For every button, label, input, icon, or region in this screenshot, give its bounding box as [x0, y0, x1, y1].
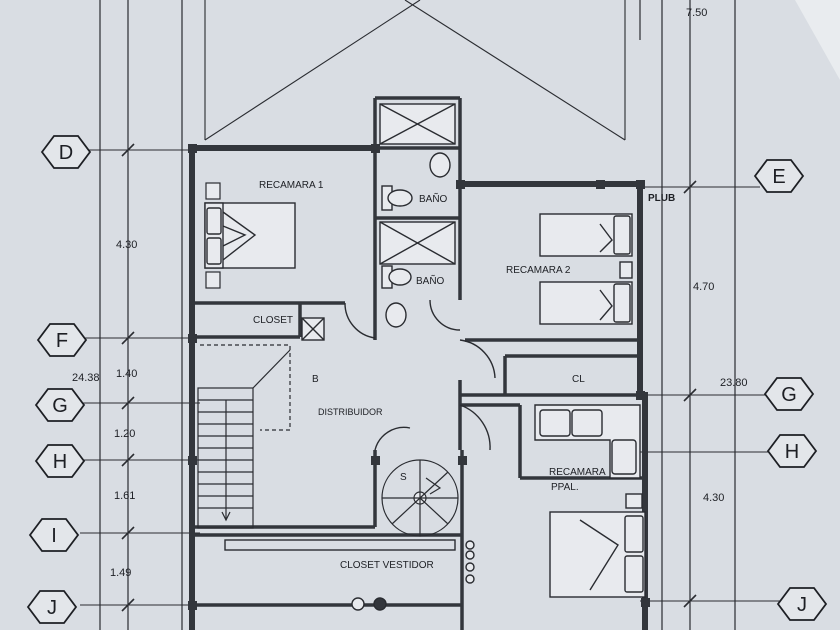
left-dimension-lines: [99, 0, 183, 630]
grid-label-e: E: [772, 166, 785, 188]
label-cl: CL: [572, 374, 585, 385]
grid-lines-right: [640, 186, 780, 602]
grid-marker-i: [28, 518, 80, 552]
label-recamara-ppal-1: RECAMARA: [549, 467, 606, 478]
grid-label-h: H: [53, 451, 67, 473]
grid-labels-left: D F G H I J: [47, 142, 73, 619]
beds-recamara-2: [539, 213, 633, 325]
grid-labels-right: E G H J: [772, 166, 807, 616]
room-labels: RECAMARA 1 BAÑO BAÑO RECAMARA 2 CLOSET C…: [253, 180, 675, 571]
label-plub: PLUB: [648, 193, 675, 204]
dim-left-2: 1.40: [116, 368, 137, 380]
grid-marker-j-right: [776, 587, 828, 621]
grid-marker-g: [34, 388, 86, 422]
dim-overall-right: 23.80: [720, 377, 748, 389]
dimension-texts: 7.50 24.38 23.80 4.30 1.40 1.20 1.61 1.4…: [72, 7, 748, 579]
grid-label-f: F: [56, 330, 68, 352]
grid-label-j: J: [47, 597, 57, 619]
dim-left-5: 1.49: [110, 567, 131, 579]
grid-marker-e: [753, 159, 805, 193]
grid-marker-j: [26, 590, 78, 624]
structural-columns: [188, 144, 650, 610]
label-closet-vestidor: CLOSET VESTIDOR: [340, 560, 434, 571]
grid-marker-g-right: [763, 377, 815, 411]
grid-markers-right: [753, 159, 828, 621]
door-swings: [344, 299, 496, 451]
label-stair-b: B: [312, 374, 319, 385]
label-recamara-2: RECAMARA 2: [506, 265, 571, 276]
grid-marker-d: [40, 135, 92, 169]
right-dimension-lines: [639, 0, 736, 630]
label-distribuidor: DISTRIBUIDOR: [318, 407, 383, 417]
bed-master: [549, 493, 646, 598]
closet-shaft: [301, 317, 325, 341]
roof-diagonals: [204, 0, 626, 141]
label-closet: CLOSET: [253, 315, 293, 326]
label-recamara-1: RECAMARA 1: [259, 180, 324, 191]
grid-label-d: D: [59, 142, 73, 164]
grid-marker-h-right: [766, 434, 818, 468]
grid-marker-f: [36, 323, 88, 357]
grid-label-j-right: J: [797, 594, 807, 616]
label-bano-1: BAÑO: [419, 192, 448, 205]
bed-recamara-1: [204, 202, 296, 269]
sofa-master: [534, 404, 641, 479]
spiral-stair: [381, 459, 459, 537]
label-stair-s: S: [400, 472, 407, 483]
label-bano-2: BAÑO: [416, 274, 445, 287]
grid-label-i: I: [51, 525, 57, 547]
vestidor-fixtures: [224, 539, 475, 611]
interior-walls: [192, 96, 645, 630]
grid-lines-left: [80, 149, 200, 606]
label-recamara-ppal-2: PPAL.: [551, 482, 579, 493]
dim-left-4: 1.61: [114, 490, 135, 502]
grid-marker-h: [34, 444, 86, 478]
dim-right-1: 4.70: [693, 281, 714, 293]
main-stairs: [197, 344, 291, 529]
grid-label-g-right: G: [781, 384, 797, 406]
grid-markers-left: [26, 135, 92, 624]
grid-label-h-right: H: [785, 441, 799, 463]
dim-top-right: 7.50: [686, 7, 707, 19]
dim-left-1: 4.30: [116, 239, 137, 251]
dim-left-3: 1.20: [114, 428, 135, 440]
paper-edge: [795, 0, 840, 80]
nightstand-1: [205, 182, 221, 200]
dim-right-2: 4.30: [703, 492, 724, 504]
grid-label-g: G: [52, 395, 68, 417]
nightstand-2: [205, 271, 221, 289]
dim-overall-left: 24.38: [72, 372, 100, 384]
bathroom-fixtures: [379, 103, 456, 328]
